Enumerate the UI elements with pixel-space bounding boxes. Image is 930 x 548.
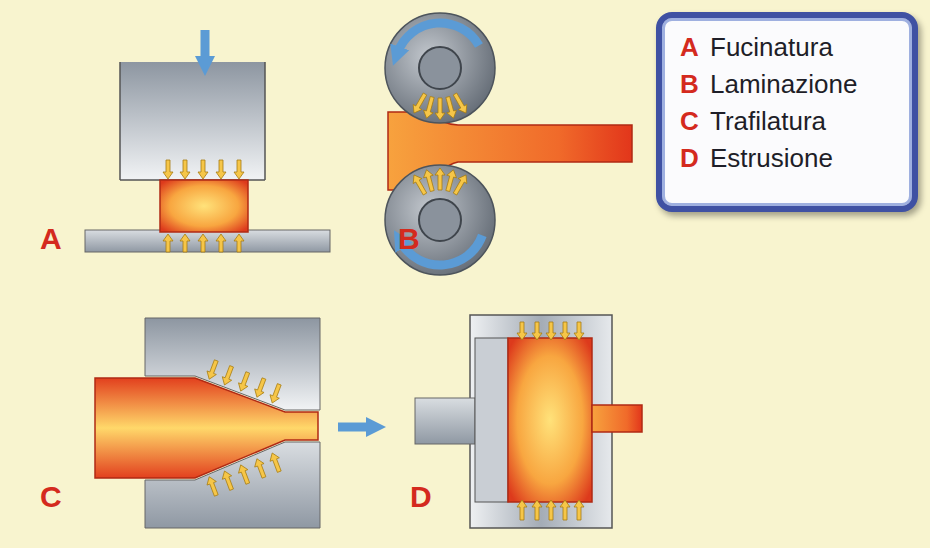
billet	[508, 338, 592, 502]
pressure-arrow	[239, 465, 250, 484]
pressure-arrow	[234, 234, 244, 252]
pressure-arrow	[574, 322, 584, 340]
die-wall	[119, 62, 121, 180]
legend-row: AFucinatura	[680, 32, 894, 69]
motion-arrow	[338, 423, 372, 432]
legend-box: AFucinaturaBLaminazioneCTrafilaturaDEstr…	[656, 12, 918, 212]
roll	[385, 13, 495, 123]
extrusion-illustration	[338, 315, 642, 528]
pressure-arrow	[560, 500, 570, 520]
pressure-arrow	[207, 477, 218, 496]
legend-row: BLaminazione	[680, 69, 894, 106]
pressure-arrow	[424, 170, 435, 192]
process-letter: C	[680, 106, 710, 137]
pressure-arrow	[239, 372, 250, 391]
die-wall	[264, 62, 266, 180]
pressure-arrow	[207, 360, 218, 379]
pressure-arrow	[255, 378, 266, 397]
process-name: Fucinatura	[710, 32, 833, 63]
pressure-arrow	[517, 500, 527, 520]
punch	[120, 62, 265, 180]
pressure-arrow	[180, 160, 190, 179]
pressure-arrow	[435, 168, 445, 190]
pressure-arrow	[413, 175, 427, 195]
pressure-arrow	[574, 500, 584, 520]
pressure-arrow	[532, 500, 542, 520]
pressure-arrow	[270, 384, 281, 403]
process-name: Trafilatura	[710, 106, 826, 137]
process-name: Laminazione	[710, 69, 857, 100]
figure-letter: D	[410, 482, 432, 512]
process-letter: B	[680, 69, 710, 100]
anvil	[85, 230, 330, 252]
roll-hub	[419, 47, 461, 89]
pressure-arrow	[163, 160, 173, 179]
pressure-arrow	[216, 160, 226, 179]
wire	[95, 378, 318, 478]
pressure-arrow	[546, 500, 556, 520]
process-name: Estrusione	[710, 143, 833, 174]
pressure-arrow	[453, 93, 467, 113]
ram	[415, 398, 475, 444]
roll	[385, 165, 495, 275]
process-letter: A	[680, 32, 710, 63]
pressure-arrow	[453, 175, 467, 195]
motion-arrow	[201, 30, 210, 62]
figure-letter: A	[40, 224, 62, 254]
pressure-arrow	[198, 234, 208, 252]
pressure-arrow	[234, 160, 244, 179]
pressure-arrows	[163, 93, 584, 520]
drawing-illustration	[95, 318, 320, 528]
legend-row: CTrafilatura	[680, 106, 894, 143]
pressure-arrow	[222, 366, 233, 385]
pressure-arrow	[446, 170, 457, 192]
pressure-arrow	[163, 234, 173, 252]
pressure-arrow	[270, 453, 281, 472]
pressure-arrow	[446, 96, 457, 118]
rotation-arrow	[398, 23, 479, 53]
process-letter: D	[680, 143, 710, 174]
rolling-illustration	[385, 13, 632, 275]
pressure-arrow	[216, 234, 226, 252]
pressure-arrow	[413, 93, 427, 113]
pressure-arrow	[198, 160, 208, 179]
pressure-arrow	[546, 322, 556, 340]
figure-letter: C	[40, 482, 62, 512]
workpiece	[160, 180, 248, 232]
pressure-arrow	[255, 459, 266, 478]
pressure-arrow	[180, 234, 190, 252]
figure-letter: B	[398, 224, 420, 254]
pressure-arrow	[517, 322, 527, 340]
pressure-arrow	[560, 322, 570, 340]
pressure-arrow	[222, 471, 233, 490]
extruded-bar	[592, 405, 642, 432]
pressure-arrow	[435, 98, 445, 120]
container	[470, 315, 612, 528]
legend-row: DEstrusione	[680, 143, 894, 180]
pressure-arrow	[532, 322, 542, 340]
roll-hub	[419, 199, 461, 241]
ram-head	[475, 338, 508, 502]
forging-illustration	[85, 30, 330, 252]
pressure-arrow	[424, 96, 435, 118]
